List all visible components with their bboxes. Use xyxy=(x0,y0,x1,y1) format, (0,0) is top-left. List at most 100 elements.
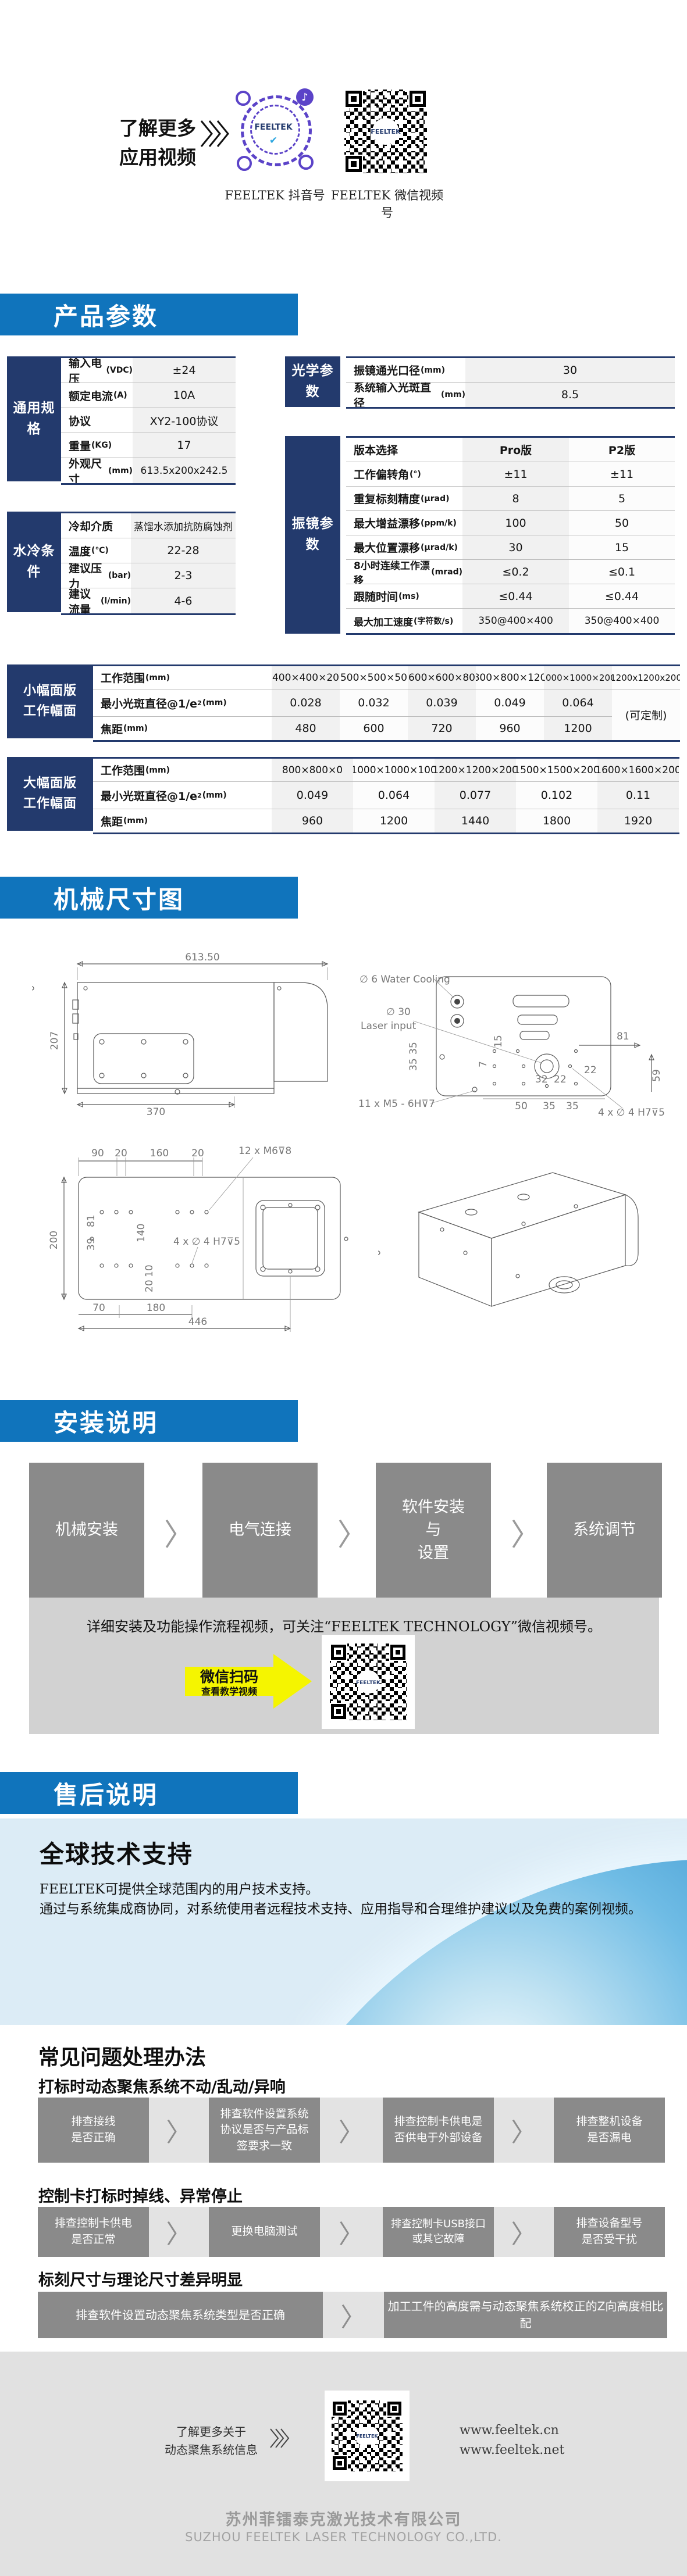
value-cell: 720 xyxy=(408,717,476,740)
value-cell: XY2-100协议 xyxy=(133,408,236,433)
param-cell: 8小时连续工作漂移(mrad) xyxy=(346,560,462,584)
param-cell: 重量(KG) xyxy=(61,433,133,458)
value-cell: 1800 xyxy=(516,809,597,833)
svg-text:70: 70 xyxy=(92,1302,105,1314)
svg-text:20: 20 xyxy=(191,1148,204,1159)
value-cell: 1000×1000×100 xyxy=(353,759,435,782)
galvo-params-label: 振镜参数 xyxy=(285,436,340,634)
value-cell-pro: 350@400×400 xyxy=(462,609,569,633)
value-cell: 960 xyxy=(476,717,544,740)
optical-params-table: 振镜通光口径(mm) 30 系统输入光斑直径(mm) 8.5 xyxy=(346,356,675,409)
svg-text:∅ 6 Water Cooling: ∅ 6 Water Cooling xyxy=(359,974,450,985)
value-cell: 0.039 xyxy=(408,689,476,717)
general-spec-table: 输入电压(VDC) ±24 额定电流(A) 10A 协议 XY2-100协议 重… xyxy=(61,356,236,485)
svg-text:FEELTEK: FEELTEK xyxy=(371,128,401,135)
aftersales-line1: FEELTEK可提供全球范围内的用户技术支持。 xyxy=(40,1882,319,1897)
table-row: 建议流量(l/min) 4-6 xyxy=(61,588,236,613)
promo-line1: 了解更多 xyxy=(119,117,196,140)
douyin-qr-dot-bl xyxy=(237,156,252,171)
value-cell-p2: 15 xyxy=(569,535,675,560)
param-cell: 建议流量(l/min) xyxy=(61,588,131,613)
svg-text:7: 7 xyxy=(478,1061,489,1067)
aftersales-panel: 全球技术支持 FEELTEK可提供全球范围内的用户技术支持。 通过与系统集成商协… xyxy=(0,1818,687,2025)
galvo-params-table: 版本选择 Pro版 P2版 工作偏转角(°) ±11 ±11 重复标刻精度(μr… xyxy=(346,436,675,635)
param-cell: 工作范围(mm) xyxy=(93,759,272,782)
install-qr-code: FEELTEK xyxy=(322,1635,415,1729)
footer-company-cn: 苏州菲镭泰克激光技术有限公司 xyxy=(225,2511,462,2529)
value-cell: 1200 xyxy=(544,717,612,740)
faq2-step-4: 排查设备型号 是否受干扰 xyxy=(554,2207,665,2257)
value-cell: 800×800×120 xyxy=(476,666,544,689)
svg-text:20: 20 xyxy=(115,1148,127,1159)
value-cell: 600 xyxy=(340,717,408,740)
svg-text:180: 180 xyxy=(147,1302,165,1314)
table-row: 输入电压(VDC) ±24 xyxy=(61,358,236,383)
install-step-software: 软件安装 与 设置 xyxy=(376,1463,491,1598)
small-format-table: 工作范围(mm) 400×400×20 500×500×50 600×600×8… xyxy=(93,664,680,742)
value-cell: 0.102 xyxy=(516,782,597,809)
faq-heading-1: 打标时动态聚焦系统不动/乱动/异响 xyxy=(38,2078,286,2096)
svg-text:10: 10 xyxy=(144,1264,155,1277)
table-row: 温度(℃) 22-28 xyxy=(61,538,236,563)
table-row: 最大增益漂移(ppm/k) 100 50 xyxy=(346,511,675,535)
value-cell: 613.5x200x242.5 xyxy=(133,458,236,483)
optical-params-label: 光学参数 xyxy=(285,356,340,407)
value-cell-p2: ≤0.1 xyxy=(569,560,675,584)
value-cell: 1200x1200x200 xyxy=(612,666,680,689)
svg-text:4 x ∅ 4 H7⊽5: 4 x ∅ 4 H7⊽5 xyxy=(173,1236,240,1248)
value-cell: 0.064 xyxy=(544,689,612,717)
water-cooling-label: 水冷条件 xyxy=(7,512,61,612)
svg-text:39: 39 xyxy=(86,1238,97,1251)
install-note-text: 详细安装及功能操作流程视频，可关注“FEELTEK TECHNOLOGY”微信视… xyxy=(87,1619,601,1635)
param-cell: 振镜通光口径(mm) xyxy=(346,358,465,383)
value-cell-p2: ≤0.44 xyxy=(569,584,675,609)
param-cell: 焦距(mm) xyxy=(93,809,272,833)
svg-text:FEELTEK: FEELTEK xyxy=(356,1680,381,1686)
svg-text:35: 35 xyxy=(408,1058,419,1071)
value-cell-p2: 5 xyxy=(569,487,675,511)
section-title-mechanical-dimensions: 机械尺寸图 xyxy=(0,877,298,919)
general-spec-label: 通用规格 xyxy=(7,356,61,481)
table-row: 额定电流(A) 10A xyxy=(61,383,236,408)
value-cell-pro: 30 xyxy=(462,535,569,560)
douyin-qr-dot-tl xyxy=(236,91,251,106)
chevron-right-icon: 〉 xyxy=(339,2118,364,2148)
aftersales-line2: 通过与系统集成商协同，对系统使用者远程技术支持、应用指导和合理维护建议以及免费的… xyxy=(40,1902,642,1917)
table-row: 振镜通光口径(mm) 30 xyxy=(346,358,675,383)
mechanical-drawing-bottom-view: 90 20 160 20 12 x M6⊽8 200 81 39 140 10 … xyxy=(48,1145,348,1332)
chevron-right-icon: 〉 xyxy=(339,2220,364,2249)
section-title-aftersales: 售后说明 xyxy=(0,1772,298,1814)
value-cell: 10A xyxy=(133,383,236,408)
chevron-right-icon: 〉 xyxy=(166,2118,192,2148)
param-cell: 外观尺寸(mm) xyxy=(61,458,133,483)
value-cell: 600×600×80 xyxy=(408,666,476,689)
faq1-step-4: 排查整机设备 是否漏电 xyxy=(554,2098,665,2163)
large-format-label: 大幅面版 工作幅面 xyxy=(7,757,93,831)
param-cell: 工作偏转角(°) xyxy=(346,462,462,487)
chevron-right-icon: 〉 xyxy=(164,1518,195,1553)
faq2-step-1: 排查控制卡供电 是否正常 xyxy=(38,2207,149,2257)
value-cell: 400×400×20 xyxy=(272,666,340,689)
footer-url-cn[interactable]: www.feeltek.cn xyxy=(460,2423,559,2438)
wechat-scan-arrow: 微信扫码 查看教学视频 xyxy=(185,1654,312,1709)
faq-title: 常见问题处理办法 xyxy=(38,2045,207,2070)
param-cell: 协议 xyxy=(61,408,133,433)
wechat-qr-code: FEELTEK xyxy=(342,87,429,176)
table-row: 冷却介质 蒸馏水添加抗防腐蚀剂 xyxy=(61,513,236,538)
chevron-right-icon: 〉 xyxy=(340,2303,366,2332)
footer-url-net[interactable]: www.feeltek.net xyxy=(460,2443,565,2457)
value-cell: 30 xyxy=(465,358,675,383)
faq-gap: 〉 xyxy=(320,2207,383,2257)
value-cell: 0.032 xyxy=(340,689,408,717)
svg-text:81: 81 xyxy=(86,1214,97,1227)
param-cell: 输入电压(VDC) xyxy=(61,358,133,383)
chevron-right-icon: 〉 xyxy=(511,2220,537,2249)
faq1-step-2: 排查软件设置系统 协议是否与产品标 签要求一致 xyxy=(209,2098,320,2163)
value-cell: 1920 xyxy=(597,809,679,833)
table-row: 8小时连续工作漂移(mrad) ≤0.2 ≤0.1 xyxy=(346,560,675,584)
douyin-qr-dot-br xyxy=(298,155,314,170)
value-cell-p2: 350@400×400 xyxy=(569,609,675,633)
chevron-right-icon: 〉 xyxy=(511,2118,537,2148)
param-cell: 系统输入光斑直径(mm) xyxy=(346,383,465,407)
